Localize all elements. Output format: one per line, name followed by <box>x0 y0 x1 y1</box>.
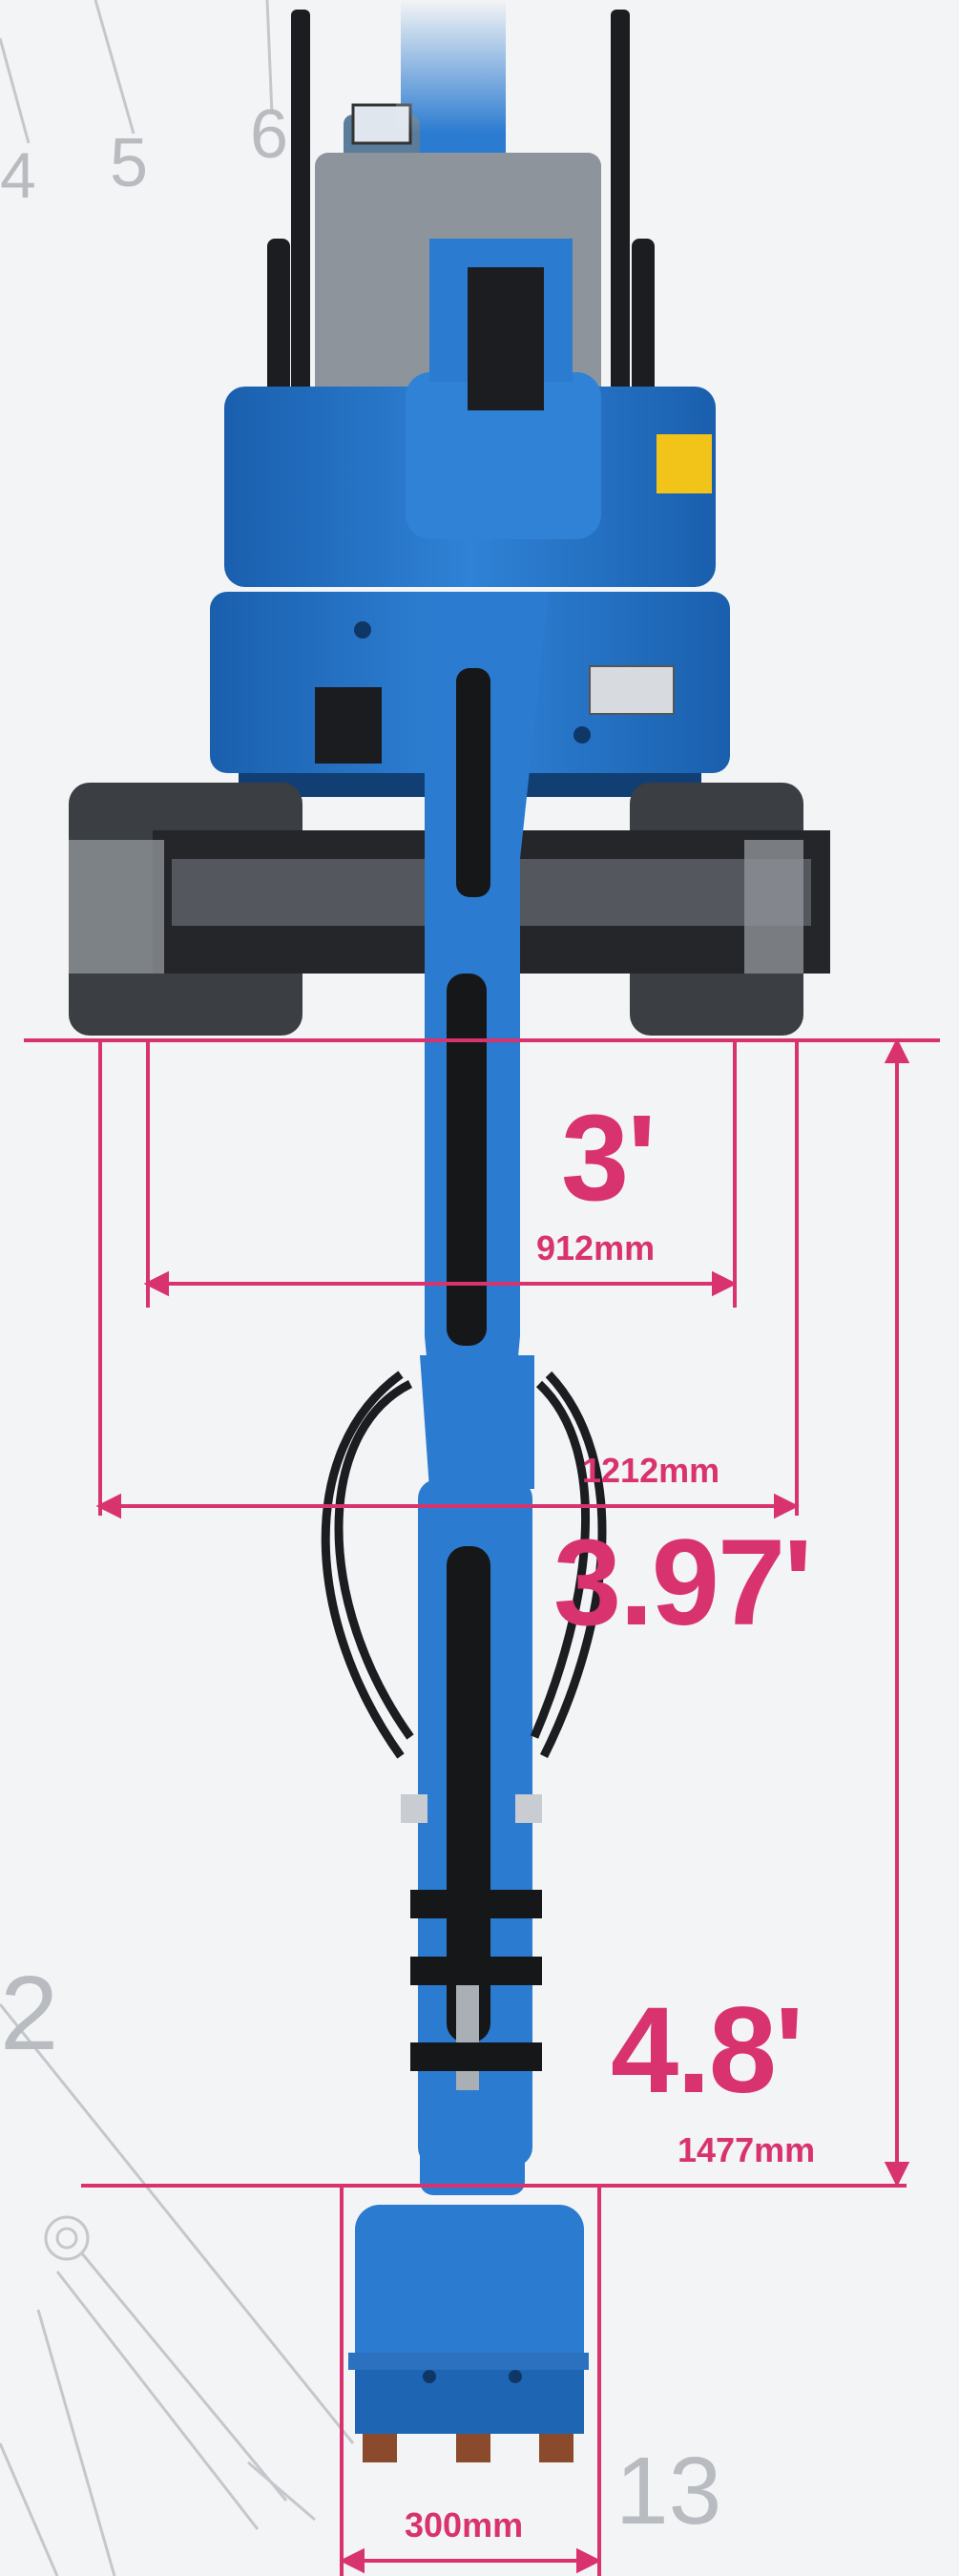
track-outer-width-mm: 1212mm <box>582 1451 720 1490</box>
part-number-4: 4 <box>0 139 36 212</box>
dimension-lines <box>24 1037 940 2576</box>
part-number-13: 13 <box>615 2438 722 2545</box>
bucket-width-mm: 300mm <box>405 2505 524 2545</box>
track-inner-width-feet: 3' <box>561 1090 657 1226</box>
track-outer-width-feet: 3.97' <box>553 1515 813 1651</box>
part-number-2: 2 <box>0 1955 59 2072</box>
machine-height-feet: 4.8' <box>611 1982 803 2119</box>
track-inner-width-mm: 912mm <box>536 1228 656 1267</box>
bucket <box>348 2109 589 2462</box>
boom-cylinder-head <box>406 239 601 539</box>
part-number-6: 6 <box>250 96 289 173</box>
machine-height-mm: 1477mm <box>678 2130 816 2169</box>
dipper-arm <box>321 1371 607 2167</box>
part-number-5: 5 <box>110 125 149 201</box>
background-schematic <box>0 0 355 2576</box>
